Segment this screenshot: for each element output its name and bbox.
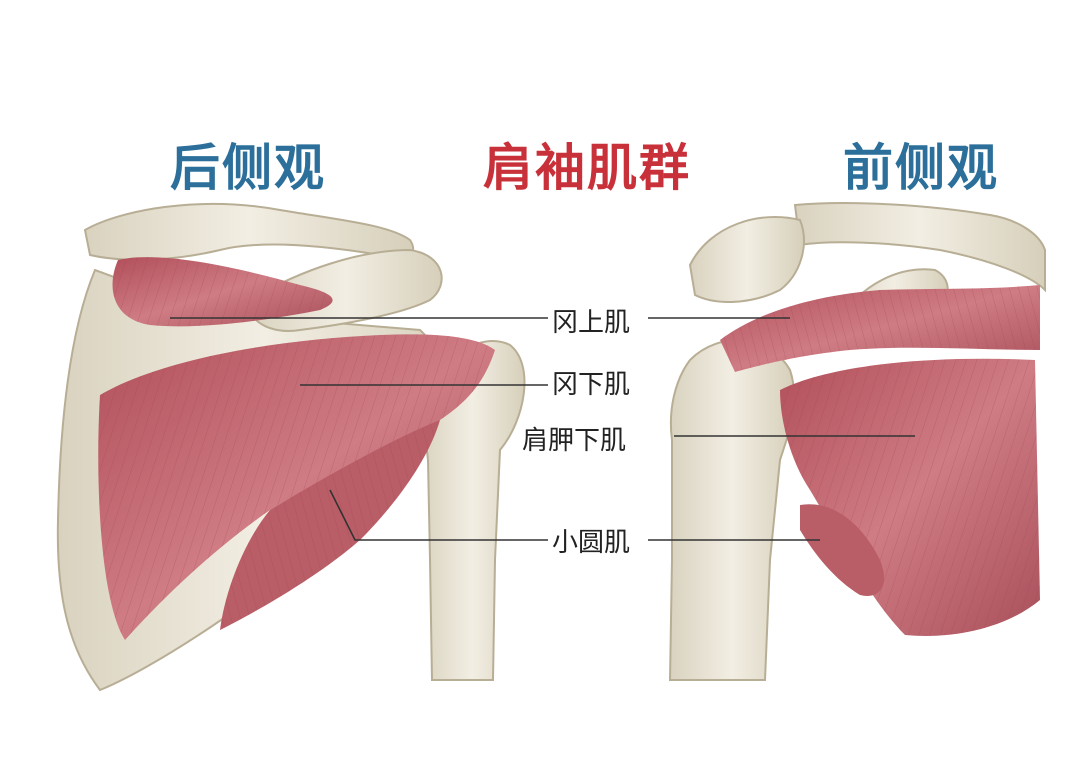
anterior-teres-minor	[800, 504, 884, 596]
label-subscapularis: 肩胛下肌	[518, 420, 631, 457]
title-anterior-view: 前侧观	[843, 139, 999, 197]
label-infraspinatus: 冈下肌	[548, 364, 635, 401]
anterior-view	[668, 202, 1046, 681]
leader-lines	[170, 317, 915, 541]
anterior-humerus	[668, 339, 796, 681]
anterior-clavicle	[793, 202, 1046, 293]
label-supraspinatus: 冈上肌	[548, 302, 635, 339]
label-teres-minor: 小圆肌	[548, 522, 635, 559]
posterior-clavicle	[83, 202, 415, 261]
posterior-view	[56, 202, 526, 692]
anterior-acromion	[688, 216, 805, 303]
title-rotator-cuff: 肩袖肌群	[483, 139, 691, 197]
leader-teres-minor-left	[329, 489, 548, 541]
title-posterior-view: 后侧观	[170, 139, 326, 197]
